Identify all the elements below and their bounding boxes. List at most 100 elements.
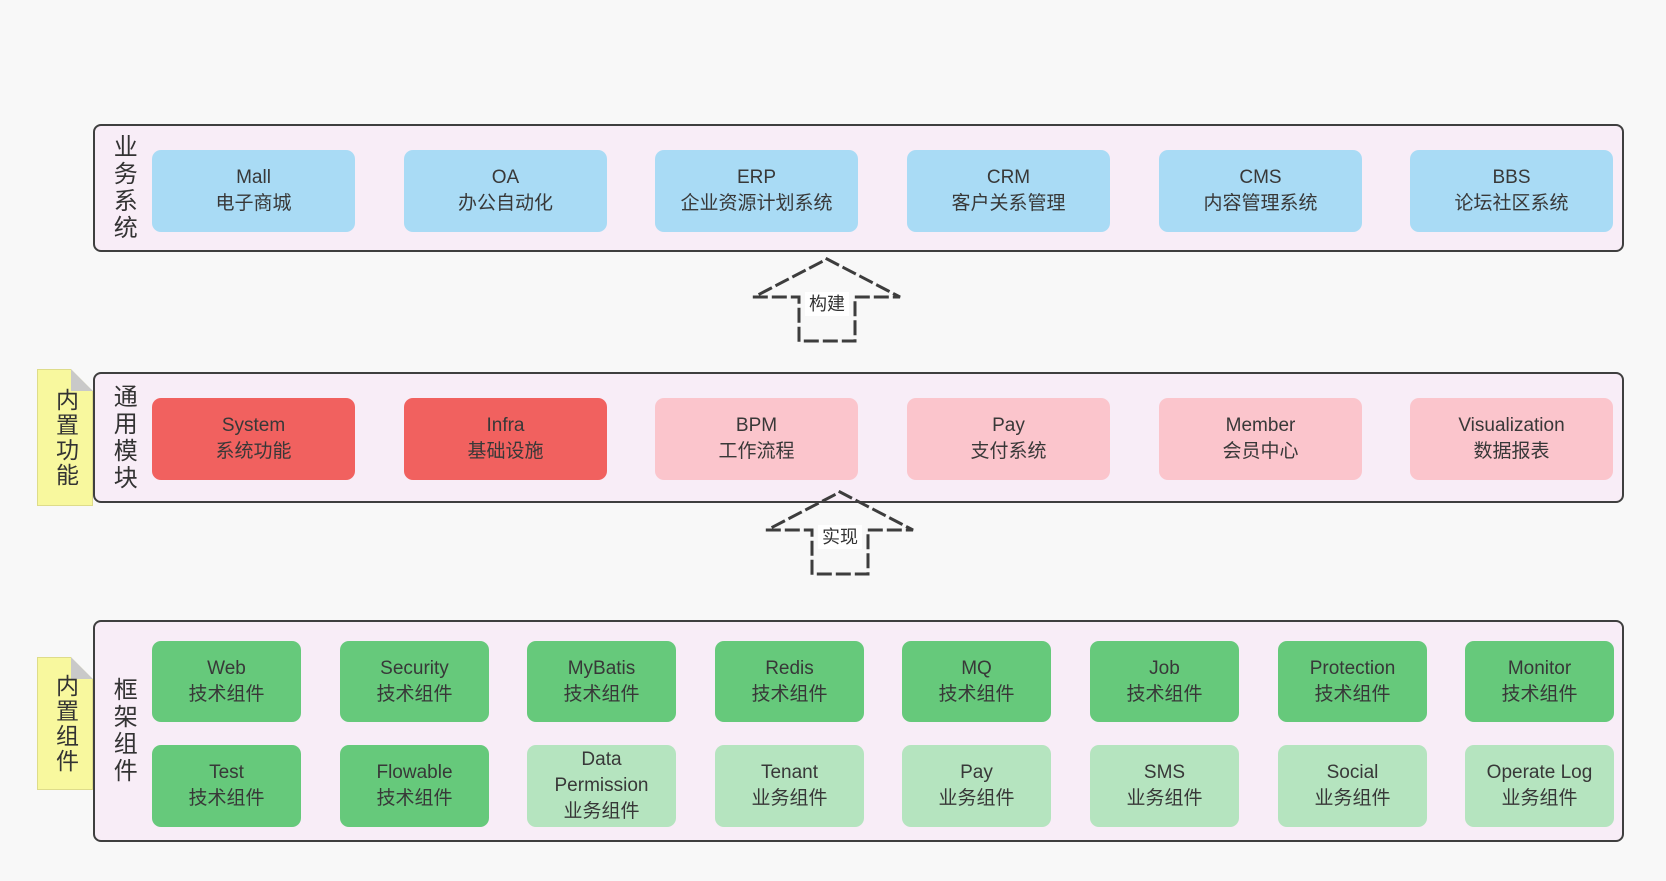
box-title: ERP <box>736 167 777 188</box>
box-subtitle: 技术组件 <box>1314 683 1391 705</box>
box-title: Visualization <box>1458 415 1565 436</box>
box-title: Protection <box>1309 657 1396 679</box>
box-title: Infra <box>486 415 525 436</box>
box-title: Job <box>1149 657 1180 679</box>
sticky-note-builtin-components: 内置组件 <box>37 657 93 790</box>
box-subtitle: 电子商城 <box>215 193 292 214</box>
box-subtitle: 技术组件 <box>376 788 453 809</box>
box-subtitle: 会员中心 <box>1222 441 1299 462</box>
box-title: CRM <box>986 167 1031 188</box>
box-title: Monitor <box>1507 657 1572 679</box>
framework-components-layer: 框架组件 Web 技术组件 Security 技术组件 MyBatis 技术组件… <box>93 620 1624 842</box>
box-title: Web <box>207 657 246 679</box>
box-subtitle: 技术组件 <box>1126 683 1203 705</box>
box-pay-component: Pay 业务组件 <box>902 745 1051 827</box>
layer-label-business: 业务系统 <box>109 134 137 242</box>
box-title: SMS <box>1143 762 1186 783</box>
box-subtitle: 工作流程 <box>718 441 795 462</box>
box-pay-module: Pay 支付系统 <box>907 398 1110 480</box>
box-operate-log: Operate Log 业务组件 <box>1465 745 1614 827</box>
box-title: System <box>221 415 286 436</box>
box-subtitle: 技术组件 <box>938 683 1015 705</box>
box-title: Pay <box>960 762 993 783</box>
box-title: Member <box>1225 415 1296 436</box>
box-title: BBS <box>1492 167 1531 188</box>
box-subtitle: 数据报表 <box>1473 441 1550 462</box>
box-visualization: Visualization 数据报表 <box>1410 398 1613 480</box>
box-subtitle: 技术组件 <box>376 683 453 705</box>
box-subtitle: 基础设施 <box>467 441 544 462</box>
box-title: OA <box>491 167 520 188</box>
sticky-note-label: 内置功能 <box>52 387 79 488</box>
box-subtitle: 业务组件 <box>1314 788 1391 809</box>
implement-arrow-label: 实现 <box>818 525 862 549</box>
box-subtitle: 业务组件 <box>751 788 828 809</box>
box-title: Pay <box>992 415 1025 436</box>
box-security: Security 技术组件 <box>340 641 489 722</box>
box-sms: SMS 业务组件 <box>1090 745 1239 827</box>
box-crm: CRM 客户关系管理 <box>907 150 1110 232</box>
box-job: Job 技术组件 <box>1090 641 1239 722</box>
box-social: Social 业务组件 <box>1278 745 1427 827</box>
box-subtitle: 办公自动化 <box>457 193 553 214</box>
box-subtitle: 技术组件 <box>188 683 265 705</box>
build-arrow-up: 构建 <box>752 256 902 344</box>
dashed-up-arrow-icon <box>766 490 914 576</box>
box-protection: Protection 技术组件 <box>1278 641 1427 722</box>
box-monitor: Monitor 技术组件 <box>1465 641 1614 722</box>
box-redis: Redis 技术组件 <box>715 641 864 722</box>
implement-arrow-up: 实现 <box>765 489 915 577</box>
box-subtitle: 业务组件 <box>1501 788 1578 809</box>
box-title: CMS <box>1239 167 1282 188</box>
box-tenant: Tenant 业务组件 <box>715 745 864 827</box>
box-subtitle: 技术组件 <box>563 683 640 705</box>
box-oa: OA 办公自动化 <box>404 150 607 232</box>
box-test: Test 技术组件 <box>152 745 301 827</box>
box-title: Mall <box>236 167 271 188</box>
box-title: Test <box>209 762 244 783</box>
box-erp: ERP 企业资源计划系统 <box>655 150 858 232</box>
box-web: Web 技术组件 <box>152 641 301 722</box>
box-data-permission: Data Permission 业务组件 <box>527 745 676 827</box>
dashed-up-arrow-icon <box>753 257 901 343</box>
layer-label-framework: 框架组件 <box>109 677 137 785</box>
box-title: Flowable <box>376 762 453 783</box>
box-mq: MQ 技术组件 <box>902 641 1051 722</box>
box-infra: Infra 基础设施 <box>404 398 607 480</box>
box-subtitle: 支付系统 <box>970 441 1047 462</box>
box-member: Member 会员中心 <box>1159 398 1362 480</box>
box-title: Data Permission <box>554 749 649 796</box>
box-system: System 系统功能 <box>152 398 355 480</box>
business-systems-layer: 业务系统 Mall 电子商城 OA 办公自动化 ERP 企业资源计划系统 CRM… <box>93 124 1624 252</box>
box-title: Security <box>380 657 449 679</box>
box-mall: Mall 电子商城 <box>152 150 355 232</box>
box-mybatis: MyBatis 技术组件 <box>527 641 676 722</box>
box-subtitle: 业务组件 <box>938 788 1015 809</box>
box-subtitle: 业务组件 <box>1126 788 1203 809</box>
box-bpm: BPM 工作流程 <box>655 398 858 480</box>
box-subtitle: 技术组件 <box>1501 683 1578 705</box>
box-subtitle: 业务组件 <box>563 801 640 822</box>
box-title: Social <box>1326 762 1379 783</box>
box-subtitle: 客户关系管理 <box>951 193 1066 214</box>
box-flowable: Flowable 技术组件 <box>340 745 489 827</box>
box-cms: CMS 内容管理系统 <box>1159 150 1362 232</box>
box-subtitle: 技术组件 <box>751 683 828 705</box>
box-bbs: BBS 论坛社区系统 <box>1410 150 1613 232</box>
sticky-note-label: 内置组件 <box>52 673 79 774</box>
box-subtitle: 论坛社区系统 <box>1454 193 1569 214</box>
box-subtitle: 企业资源计划系统 <box>680 193 833 214</box>
box-subtitle: 系统功能 <box>215 441 292 462</box>
box-title: Redis <box>765 657 814 679</box>
sticky-note-builtin-features: 内置功能 <box>37 369 93 506</box>
box-title: MQ <box>961 657 992 679</box>
layer-label-modules: 通用模块 <box>109 383 137 492</box>
box-subtitle: 内容管理系统 <box>1203 193 1318 214</box>
build-arrow-label: 构建 <box>805 292 849 316</box>
common-modules-layer: 通用模块 System 系统功能 Infra 基础设施 BPM 工作流程 Pay… <box>93 372 1624 503</box>
box-title: MyBatis <box>567 657 636 679</box>
box-title: Operate Log <box>1486 762 1593 783</box>
box-subtitle: 技术组件 <box>188 788 265 809</box>
box-title: Tenant <box>760 762 819 783</box>
box-title: BPM <box>735 415 778 436</box>
